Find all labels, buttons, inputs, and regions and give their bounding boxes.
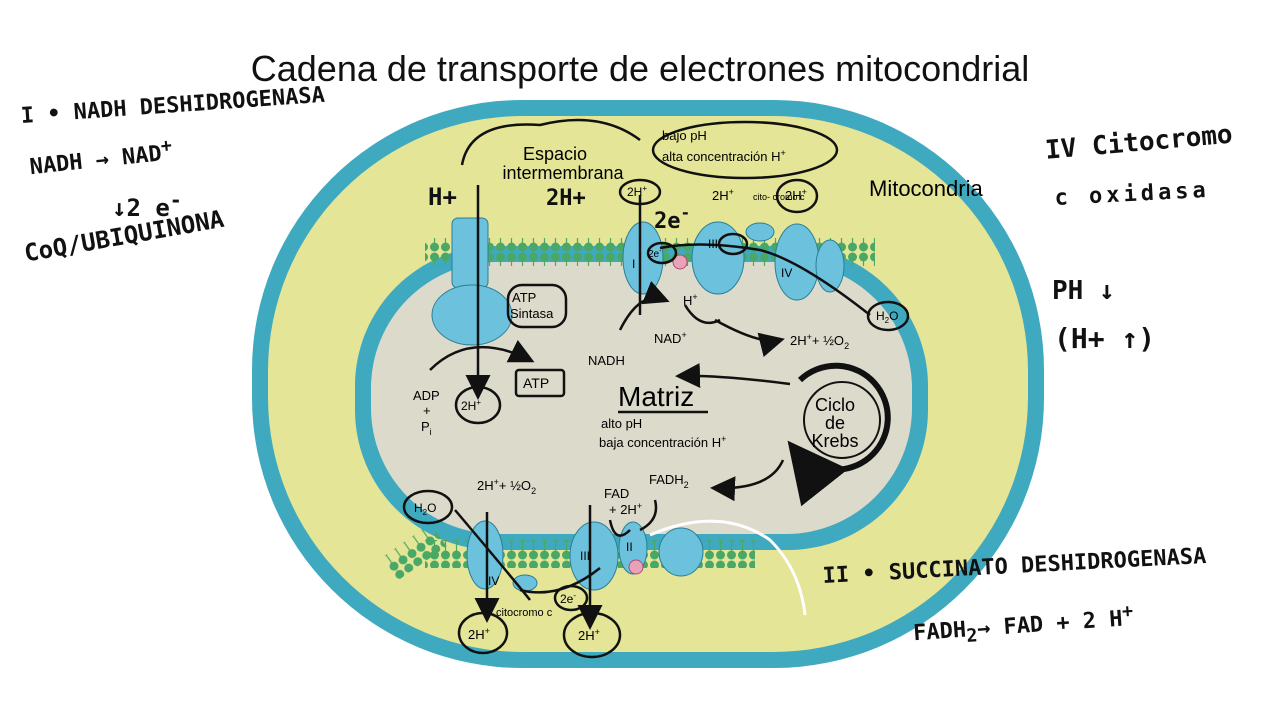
label-nadh: NADH xyxy=(588,353,625,368)
label-baja-concentracion: baja concentración H+ xyxy=(599,434,726,450)
note-ph-line1: PH ↓ xyxy=(1052,276,1115,306)
label-2h-top-1: 2H+ xyxy=(627,184,647,199)
label-h2o-top: H2O xyxy=(876,309,898,325)
label-citocromo-c-bottom: citocromo c xyxy=(496,607,553,619)
label-2h-bottom-2: 2H+ xyxy=(578,627,600,643)
label-fad-plus-2h: + 2H+ xyxy=(609,501,642,517)
label-complex-II-bottom: II xyxy=(626,540,633,554)
label-complex-III-top: III xyxy=(708,237,718,251)
label-ciclo: Ciclo xyxy=(815,395,855,415)
label-2h-half-o2-bottom: 2H++ ½O2 xyxy=(477,477,536,496)
label-pi: Pi xyxy=(421,419,432,437)
complex-IV-bottom xyxy=(466,520,504,590)
label-2e-top: 2e- xyxy=(648,248,662,260)
label-complex-I-top: I xyxy=(632,257,635,271)
note-complex1-electrons: ↓2 e- xyxy=(112,188,182,222)
hand-label-2h-plus: 2H+ xyxy=(546,186,586,211)
page-title: Cadena de transporte de electrones mitoc… xyxy=(250,48,1030,89)
label-2h-atp: 2H+ xyxy=(461,398,481,413)
label-de: de xyxy=(825,413,845,433)
label-h2o-bottom: H2O xyxy=(414,501,436,517)
hand-label-h-plus: H+ xyxy=(428,183,457,211)
coq-marker-bottom xyxy=(628,559,644,575)
note-ph-line2: (H+ ↑) xyxy=(1054,322,1156,355)
complex-extra-bottom xyxy=(658,527,704,577)
label-fad: FAD xyxy=(604,486,629,501)
label-2e-bottom: 2e- xyxy=(560,591,576,606)
label-adp-plus: + xyxy=(423,403,431,418)
krebs-cycle-loop xyxy=(787,362,891,507)
label-matriz: Matriz xyxy=(618,381,694,412)
label-2h-bottom-1: 2H+ xyxy=(468,626,490,642)
complex-III-top xyxy=(691,221,745,295)
label-complex-III-bottom: III xyxy=(580,549,590,563)
label-2h-top-2: 2H+ xyxy=(712,187,734,203)
label-alta-concentracion: alta concentración H+ xyxy=(662,148,786,164)
label-h-plus-matrix: H+ xyxy=(683,292,698,308)
label-citocromo-c-top: cito- cromo c xyxy=(753,192,805,202)
label-fadh2: FADH2 xyxy=(649,472,689,490)
hand-circles xyxy=(402,120,910,659)
label-espacio: Espacio xyxy=(523,144,587,164)
label-atp-sintasa-1: ATP xyxy=(512,290,536,305)
white-annotation-arrow xyxy=(649,519,807,616)
complex-III-bottom xyxy=(569,521,619,591)
label-2h-half-o2-top: 2H++ ½O2 xyxy=(790,332,849,351)
label-krebs: Krebs xyxy=(811,431,858,451)
label-intermembrana: intermembrana xyxy=(502,163,624,183)
label-mitocondria: Mitocondria xyxy=(869,176,983,201)
cytochrome-c-top xyxy=(745,222,775,242)
coq-marker-top xyxy=(672,254,688,270)
label-alto-ph: alto pH xyxy=(601,416,642,431)
label-atp-sintasa-2: Sintasa xyxy=(510,306,554,321)
label-nad-plus: NAD+ xyxy=(654,330,687,346)
label-2h-top-3: 2H+ xyxy=(785,187,807,203)
lipid-bilayer-bottom-left xyxy=(381,523,447,581)
label-complex-IV-bottom: IV xyxy=(488,574,499,588)
label-atp: ATP xyxy=(523,375,549,391)
label-adp: ADP xyxy=(413,388,440,403)
label-complex-IV-top: IV xyxy=(781,266,792,280)
complex-IV-top xyxy=(774,223,845,301)
flow-arrows xyxy=(429,118,871,630)
hand-label-2e: 2e- xyxy=(654,203,690,234)
label-bajo-ph: bajo pH xyxy=(662,128,707,143)
